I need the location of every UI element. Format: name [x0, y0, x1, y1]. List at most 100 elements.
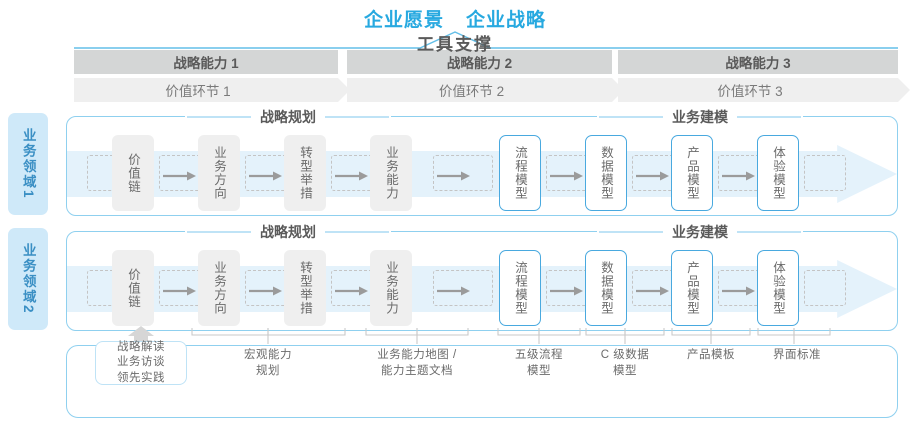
tool-item-capability-map[interactable]: 业务能力地图 / 能力主题文档 [352, 348, 482, 379]
node-product-model-2[interactable]: 产品模型 [671, 250, 713, 326]
capability-bar-1[interactable]: 战略能力 1 [74, 50, 338, 74]
tool-highlight-line-3: 领先实践 [117, 371, 165, 384]
node-data-model-1[interactable]: 数据模型 [585, 135, 627, 211]
arrow-icon [550, 171, 583, 181]
section-title-business-modeling-2: 业务建模 [597, 222, 803, 242]
tool-highlight-lines: 战略解读 业务访谈 领先实践 [117, 340, 165, 387]
arrow-icon [335, 286, 368, 296]
tool-item-line-2: 模型 [613, 364, 637, 377]
node-value-chain-2[interactable]: 价值链 [112, 250, 154, 326]
node-flow-1: 价值链 业务方向 转型举措 业务能力 流程模型 数据模型 产品模型 体验模型 [67, 135, 897, 215]
sidebar-item-domain-1[interactable]: 业务领域1 [8, 113, 48, 215]
arrow-icon [163, 171, 196, 181]
dashed-placeholder [632, 270, 674, 306]
capability-bar-2[interactable]: 战略能力 2 [347, 50, 612, 74]
tool-highlight-box[interactable]: 战略解读 业务访谈 领先实践 [95, 341, 187, 385]
tools-support-title: 工具支撑 [417, 35, 493, 54]
arrow-icon [249, 171, 282, 181]
node-business-capability-2[interactable]: 业务能力 [370, 250, 412, 326]
rule-right [325, 231, 389, 233]
node-product-model-1[interactable]: 产品模型 [671, 135, 713, 211]
tool-item-line-1: 五级流程 [515, 349, 563, 361]
domain-row-2: 战略规划 业务建模 价值链 业务方向 转型举措 业务能力 流程模型 数据模型 [66, 222, 898, 331]
arrow-icon [636, 286, 669, 296]
capability-bar-3[interactable]: 战略能力 3 [618, 50, 898, 74]
arrow-icon [249, 286, 282, 296]
dashed-placeholder [331, 155, 373, 191]
section-title-1-text: 战略规划 [260, 224, 316, 240]
capability-bar-1-label: 战略能力 1 [173, 56, 239, 71]
tool-highlight-line-1: 战略解读 [117, 340, 165, 353]
tool-item-line-1: 宏观能力 [244, 349, 292, 361]
dashed-placeholder [804, 270, 846, 306]
section-title-business-modeling-1: 业务建模 [597, 107, 803, 127]
node-experience-model-1[interactable]: 体验模型 [757, 135, 799, 211]
node-process-model-2[interactable]: 流程模型 [499, 250, 541, 326]
section-title-2-text: 业务建模 [672, 109, 728, 125]
vision-strategy-connector [74, 31, 898, 49]
tool-item-line-2: 能力主题文档 [381, 364, 453, 377]
value-bar-row: 价值环节 1 价值环节 2 价值环节 3 [0, 78, 910, 102]
tool-item-c-level-data[interactable]: C 级数据 模型 [582, 348, 668, 379]
value-bar-2-label: 价值环节 2 [438, 84, 505, 99]
dashed-placeholder [546, 155, 588, 191]
dashed-placeholder [632, 155, 674, 191]
tool-item-macro-capability[interactable]: 宏观能力 规划 [218, 348, 318, 379]
dashed-placeholder [331, 270, 373, 306]
dashed-placeholder [245, 270, 287, 306]
tool-item-line-2: 模型 [527, 364, 551, 377]
top-titles: 企业愿景 企业战略 [0, 4, 910, 32]
tool-item-five-level-process[interactable]: 五级流程 模型 [494, 348, 584, 379]
tool-item-ui-standard[interactable]: 界面标准 [754, 348, 840, 364]
arrow-icon [437, 171, 470, 181]
dashed-placeholder [159, 155, 201, 191]
rule-right [737, 231, 801, 233]
capability-bar-row: 战略能力 1 战略能力 2 战略能力 3 [0, 50, 910, 74]
value-bar-1-label: 价值环节 1 [165, 84, 231, 99]
capability-bar-3-label: 战略能力 3 [725, 56, 791, 71]
domain-2-tab-text: 业务领域 [20, 243, 36, 306]
node-business-direction-2[interactable]: 业务方向 [198, 250, 240, 326]
domain-2-tab-number: 2 [20, 305, 36, 315]
dashed-placeholder [718, 155, 760, 191]
domain-1-tab-number: 1 [20, 190, 36, 200]
node-data-model-2[interactable]: 数据模型 [585, 250, 627, 326]
arrow-icon [636, 171, 669, 181]
rule-right [325, 116, 389, 118]
value-bar-2[interactable]: 价值环节 2 [347, 78, 624, 102]
tool-item-product-template[interactable]: 产品模板 [668, 348, 754, 364]
arrow-icon [437, 286, 470, 296]
rule-left [599, 116, 663, 118]
section-title-2-text: 业务建模 [672, 224, 728, 240]
node-process-model-1[interactable]: 流程模型 [499, 135, 541, 211]
section-title-1-text: 战略规划 [260, 109, 316, 125]
node-transformation-measures-2[interactable]: 转型举措 [284, 250, 326, 326]
dashed-placeholder [804, 155, 846, 191]
value-bar-1[interactable]: 价值环节 1 [74, 78, 350, 102]
rule-left [599, 231, 663, 233]
sidebar-item-domain-2[interactable]: 业务领域2 [8, 228, 48, 330]
node-experience-model-2[interactable]: 体验模型 [757, 250, 799, 326]
section-title-strategy-planning-2: 战略规划 [185, 222, 391, 242]
node-value-chain-1[interactable]: 价值链 [112, 135, 154, 211]
dashed-placeholder [245, 155, 287, 191]
tool-item-line-1: 界面标准 [773, 349, 821, 361]
arrow-icon [722, 286, 755, 296]
dashed-placeholder [718, 270, 760, 306]
tools-support-panel [66, 345, 898, 418]
title-enterprise-vision: 企业愿景 [363, 9, 444, 31]
value-bar-3[interactable]: 价值环节 3 [618, 78, 910, 102]
tool-item-line-1: C 级数据 [600, 349, 650, 361]
arrow-icon [335, 171, 368, 181]
sidebar-item-domain-2-label: 业务领域2 [20, 243, 36, 315]
node-business-capability-1[interactable]: 业务能力 [370, 135, 412, 211]
dashed-placeholder [159, 270, 201, 306]
dashed-placeholder [433, 155, 493, 191]
domain-1-tab-text: 业务领域 [20, 128, 36, 191]
tool-item-line-1: 产品模板 [687, 349, 735, 361]
node-transformation-measures-1[interactable]: 转型举措 [284, 135, 326, 211]
dashed-placeholder [546, 270, 588, 306]
sidebar-item-domain-1-label: 业务领域1 [20, 128, 36, 200]
node-business-direction-1[interactable]: 业务方向 [198, 135, 240, 211]
rule-right [737, 116, 801, 118]
